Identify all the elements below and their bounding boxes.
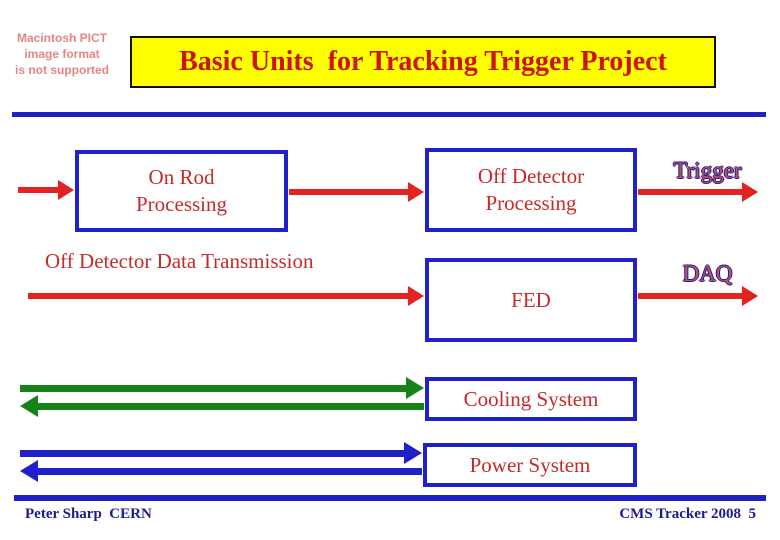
daq-label: DAQ [682,261,733,286]
arrow-to-power-system [20,441,422,465]
arrow-head-left-icon [20,395,38,417]
slide-title: Basic Units for Tracking Trigger Project [130,36,716,88]
arrow-shaft [289,189,411,195]
footer-author: Peter Sharp CERN [25,506,152,522]
arrow-head-right-icon [742,182,758,202]
footer-divider-rule [14,495,766,501]
arrow-shaft [28,293,411,299]
box-label-line: On Rod [148,165,215,189]
box-off-detector-processing: Off Detector Processing [425,148,637,232]
box-fed: FED [425,258,637,342]
box-power-system: Power System [423,443,637,487]
arrow-to-cooling-system [20,376,424,400]
arrow-shaft [18,187,61,193]
arrow-off-detector-to-trigger [638,180,758,204]
arrow-input-to-on-rod [18,178,74,202]
arrow-head-right-icon [404,442,422,464]
arrow-shaft [20,384,411,392]
arrow-data-transmission-to-fed [28,284,424,308]
arrow-on-rod-to-off-detector [289,180,424,204]
arrow-head-right-icon [408,182,424,202]
pict-notice-line: image format [24,47,100,61]
box-cooling-system: Cooling System [425,377,637,421]
arrow-head-right-icon [408,286,424,306]
arrow-shaft [20,449,409,457]
box-label-line: Cooling System [463,386,599,411]
pict-notice-line: Macintosh PICT [16,31,107,45]
pict-notice-line: is not supported [15,63,109,77]
trigger-label: Trigger [673,158,742,183]
arrow-head-left-icon [20,460,38,482]
box-label-line: FED [511,287,551,312]
box-on-rod-processing: On Rod Processing [75,150,288,232]
box-label-line: Power System [469,452,591,477]
arrow-shaft [33,402,424,410]
off-detector-data-transmission-label: Off Detector Data Transmission [45,249,314,273]
box-label-line: Off Detector [477,164,585,188]
arrow-head-right-icon [742,286,758,306]
arrow-head-right-icon [58,180,74,200]
footer-slide-reference: CMS Tracker 2008 5 [619,506,756,522]
box-label-line: Processing [136,192,227,216]
arrow-shaft [638,293,745,299]
arrow-shaft [638,189,745,195]
arrow-fed-to-daq [638,284,758,308]
arrow-head-right-icon [406,377,424,399]
title-divider-rule [12,112,766,117]
arrow-from-power-system [20,459,422,483]
arrow-shaft [33,467,422,475]
arrow-from-cooling-system [20,394,424,418]
pict-placeholder-notice: Macintosh PICT image format is not suppo… [10,30,114,78]
box-label-line: Processing [485,191,577,215]
